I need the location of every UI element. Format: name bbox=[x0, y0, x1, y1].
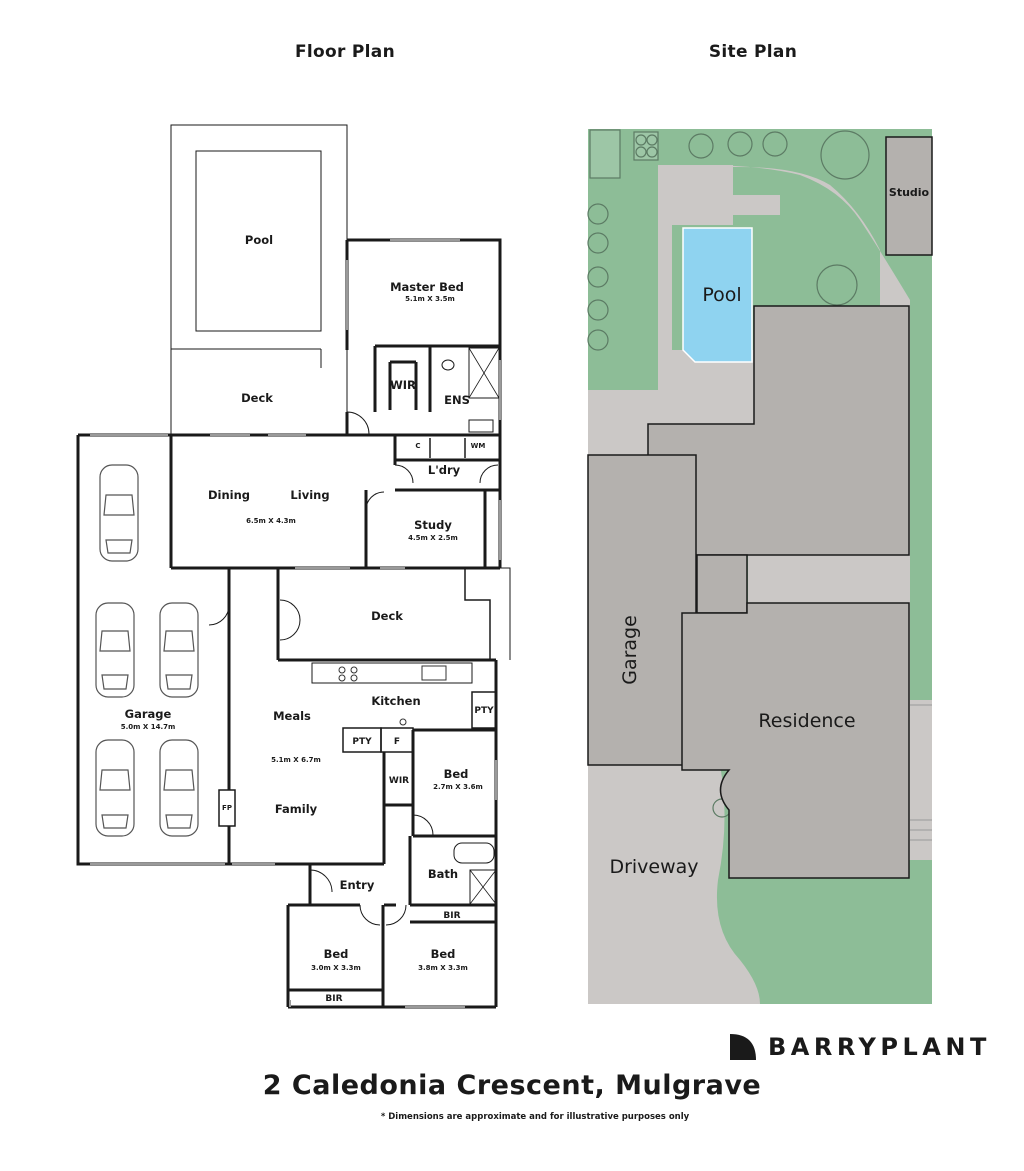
site-plan-heading: Site Plan bbox=[708, 42, 798, 62]
study-dims: 4.5m X 2.5m bbox=[408, 534, 458, 542]
bir-left-label: BIR bbox=[325, 994, 342, 1004]
bed-right-dims: 3.8m X 3.3m bbox=[418, 964, 468, 972]
wir-bed-label: WIR bbox=[389, 776, 409, 786]
dining-living-dims: 6.5m X 4.3m bbox=[246, 517, 296, 525]
c-label: C bbox=[415, 442, 420, 450]
laundry-label: L'dry bbox=[428, 463, 461, 477]
garage-label: Garage bbox=[125, 707, 172, 721]
bed-mid-dims: 2.7m X 3.6m bbox=[433, 783, 483, 791]
kitchen-label: Kitchen bbox=[371, 694, 420, 708]
car-icon bbox=[99, 464, 139, 562]
deck-lower-label: Deck bbox=[371, 609, 403, 623]
meals-family-dims: 5.1m X 6.7m bbox=[271, 756, 321, 764]
car-icon bbox=[159, 602, 199, 698]
fridge-label: F bbox=[394, 737, 400, 747]
entry-label: Entry bbox=[340, 878, 375, 892]
pty-island-label: PTY bbox=[352, 737, 372, 747]
wm-label: WM bbox=[471, 442, 486, 450]
bath-label: Bath bbox=[428, 867, 458, 881]
wir-master-label: WIR bbox=[390, 378, 416, 392]
pool-label: Pool bbox=[245, 233, 273, 247]
garage-dims: 5.0m X 14.7m bbox=[121, 723, 176, 731]
floor-plan-heading: Floor Plan bbox=[295, 42, 395, 62]
bed-mid-label: Bed bbox=[444, 767, 469, 781]
pty-right-label: PTY bbox=[474, 706, 494, 716]
master-bed-dims: 5.1m X 3.5m bbox=[405, 295, 455, 303]
bed-left-label: Bed bbox=[324, 947, 349, 961]
living-label: Living bbox=[290, 488, 329, 502]
brand-logo: BARRYPLANT bbox=[730, 1030, 991, 1064]
deck-upper-label: Deck bbox=[241, 391, 273, 405]
fireplace-label: FP bbox=[222, 804, 232, 812]
bed-right-label: Bed bbox=[431, 947, 456, 961]
car-icon bbox=[95, 739, 135, 837]
ens-label: ENS bbox=[444, 393, 470, 407]
study-label: Study bbox=[414, 518, 452, 532]
brand-mark-icon bbox=[730, 1034, 756, 1060]
master-bed-label: Master Bed bbox=[390, 280, 464, 294]
dining-label: Dining bbox=[208, 488, 250, 502]
meals-label: Meals bbox=[273, 709, 311, 723]
disclaimer: * Dimensions are approximate and for ill… bbox=[380, 1112, 690, 1122]
car-icon bbox=[159, 739, 199, 837]
car-icon bbox=[95, 602, 135, 698]
brand-name: BARRYPLANT bbox=[768, 1033, 991, 1061]
bir-mid-label: BIR bbox=[443, 911, 460, 921]
property-address: 2 Caledonia Crescent, Mulgrave bbox=[262, 1070, 762, 1101]
bed-left-dims: 3.0m X 3.3m bbox=[311, 964, 361, 972]
family-label: Family bbox=[275, 802, 318, 816]
